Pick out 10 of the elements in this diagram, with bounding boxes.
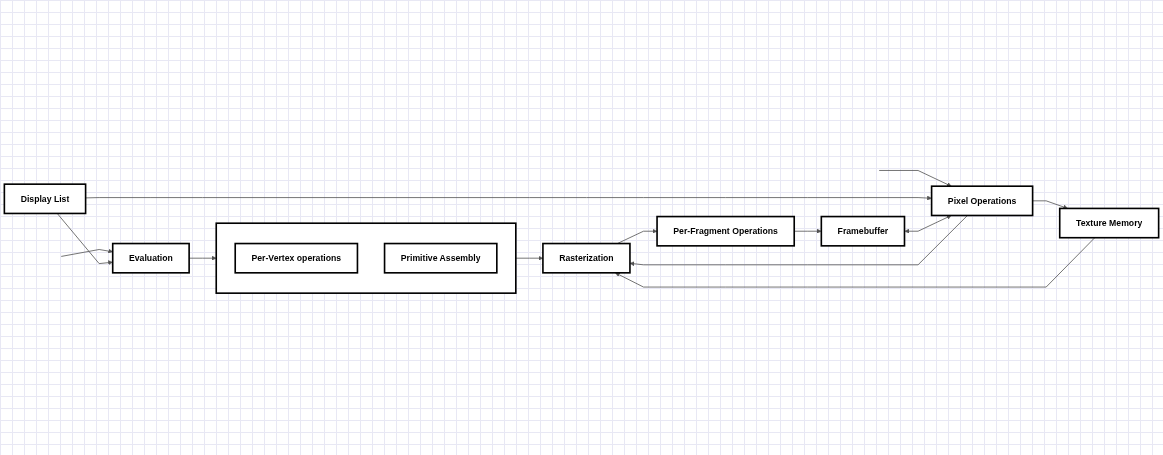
cluster <box>215 222 517 294</box>
node-box: Per-Fragment Operations <box>656 215 796 247</box>
node-box: Per-Vertex operations <box>234 242 359 274</box>
node-box: Rasterization <box>542 242 631 274</box>
node-box: Primitive Assembly <box>383 242 498 274</box>
node-box: Pixel Operations <box>930 185 1034 217</box>
node-box: Display List <box>3 183 87 214</box>
node-box: Texture Memory <box>1058 207 1160 239</box>
node-box: Framebuffer <box>820 215 906 247</box>
node-box: Evaluation <box>111 242 190 274</box>
